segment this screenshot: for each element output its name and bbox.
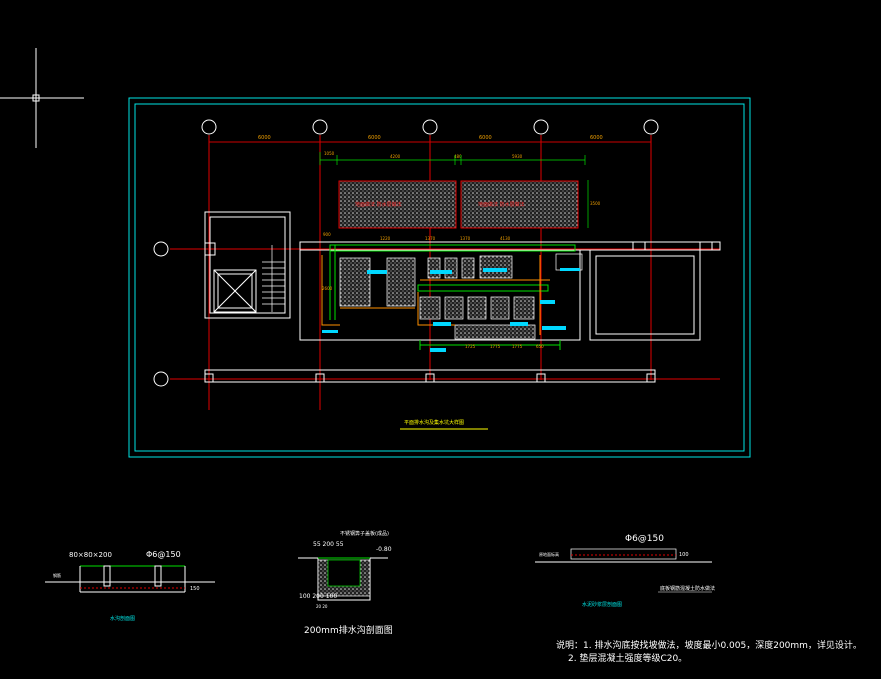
svg-text:100: 100 <box>679 552 689 558</box>
svg-text:地面做法 防水层做法: 地面做法 防水层做法 <box>355 201 402 208</box>
floor-drains <box>322 268 580 352</box>
sec3-rebar: Φ6@150 <box>625 534 664 544</box>
svg-text:1370: 1370 <box>460 236 471 241</box>
svg-text:5930: 5930 <box>512 154 523 159</box>
note-1: 说明：1. 排水沟底按找坡做法，坡度最小0.005，深度200mm，详见设计。 <box>556 639 862 651</box>
section-1-drawing: 80×80×200 Φ6@150 钢筋 150 水沟剖面图 <box>45 550 215 622</box>
svg-text:1725: 1725 <box>465 344 476 349</box>
top-dimensions: 6000 6000 6000 6000 <box>258 135 603 141</box>
sec1-title: 水沟剖面图 <box>110 615 135 622</box>
svg-text:1775: 1775 <box>512 344 523 349</box>
crosshair-cursor-icon <box>0 48 84 148</box>
svg-text:480: 480 <box>454 154 462 159</box>
svg-text:4200: 4200 <box>390 154 401 159</box>
svg-text:2600: 2600 <box>322 286 333 291</box>
dim-top-4: 6000 <box>590 135 603 141</box>
svg-text:900: 900 <box>323 232 331 237</box>
drawing-frame <box>128 97 751 458</box>
svg-text:1370: 1370 <box>425 236 436 241</box>
section-2-drawing: 不锈钢箅子盖板(成品) 55 200 55 -0.80 100 200 100 … <box>298 530 393 636</box>
hatched-slab-areas: 地面做法 防水层做法 地面做法 防水层做法 <box>338 180 579 229</box>
sec2-top: 不锈钢箅子盖板(成品) <box>340 530 389 537</box>
sec3-title: 水泥砂浆层剖面图 <box>582 601 622 608</box>
svg-text:4130: 4130 <box>500 236 511 241</box>
plan-title: 平面排水沟及集水坑大样图 <box>404 419 464 426</box>
svg-text:1220: 1220 <box>380 236 391 241</box>
svg-text:100 200 100: 100 200 100 <box>299 593 337 600</box>
svg-text:底板钢筋混凝土防水做法: 底板钢筋混凝土防水做法 <box>660 585 715 592</box>
svg-text:1050: 1050 <box>324 151 335 156</box>
dim-lines-top <box>319 152 589 228</box>
svg-text:地面做法 防水层做法: 地面做法 防水层做法 <box>478 201 525 208</box>
sub-dimensions: 1050 4200 480 5930 3500 <box>324 151 601 206</box>
svg-text:150: 150 <box>190 586 200 592</box>
svg-text:20 20: 20 20 <box>316 604 328 609</box>
svg-text:钢筋: 钢筋 <box>53 572 61 578</box>
mid-dimensions: 1220 1370 1370 4130 1725 1775 1775 650 9… <box>322 232 544 349</box>
dim-top-2: 6000 <box>368 135 381 141</box>
svg-text:650: 650 <box>536 344 544 349</box>
building-walls <box>204 211 721 383</box>
dim-top-3: 6000 <box>479 135 492 141</box>
dim-top-1: 6000 <box>258 135 271 141</box>
svg-text:3500: 3500 <box>590 201 601 206</box>
svg-text:原地面标高: 原地面标高 <box>539 551 559 557</box>
svg-text:-0.80: -0.80 <box>376 546 392 553</box>
sec2-title: 200mm排水沟剖面图 <box>304 624 393 636</box>
drain-trenches <box>329 244 576 350</box>
section-3-drawing: Φ6@150 原地面标高 100 水泥砂浆层剖面图 底板钢筋混凝土防水做法 <box>535 534 715 608</box>
svg-text:1775: 1775 <box>490 344 501 349</box>
note-2: 2. 垫层混凝土强度等级C20。 <box>568 652 687 664</box>
svg-text:55 200 55: 55 200 55 <box>313 541 344 548</box>
sec1-dim: 80×80×200 <box>69 551 112 559</box>
grid-axes <box>170 135 720 410</box>
sec1-rebar: Φ6@150 <box>146 550 181 559</box>
axis-bubbles <box>153 119 659 387</box>
